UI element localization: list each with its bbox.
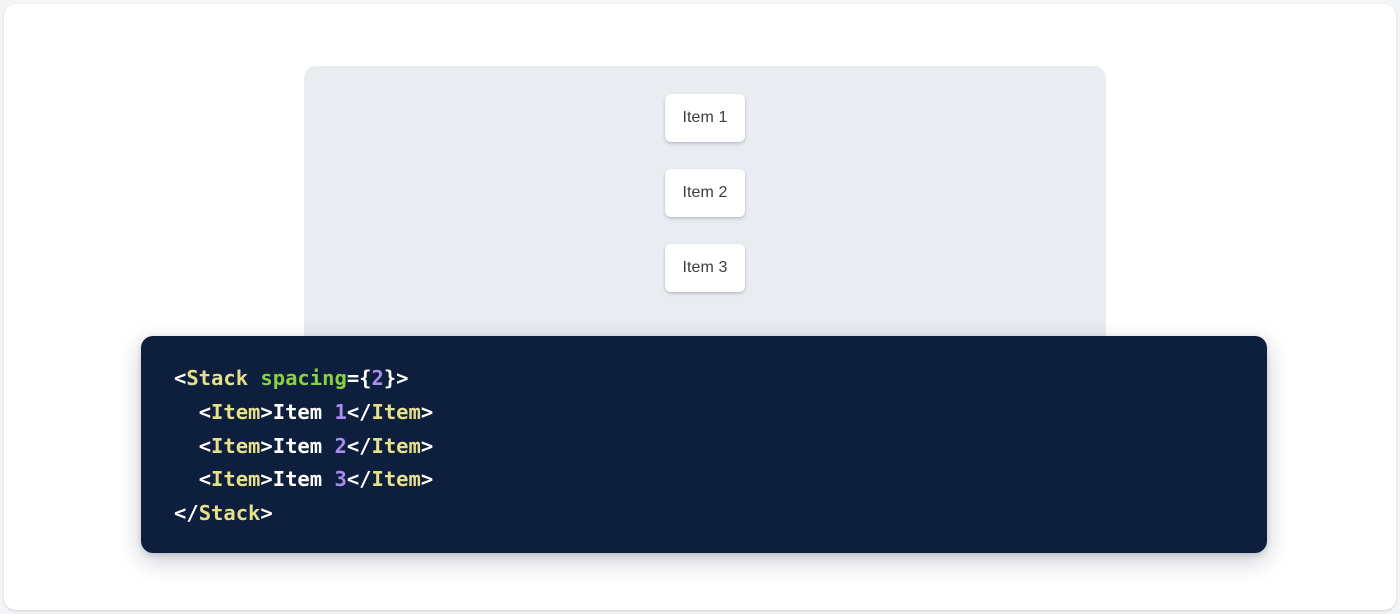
code-token-tag: Item bbox=[211, 433, 261, 458]
code-token-punct: < bbox=[198, 433, 212, 458]
code-token-text: Item bbox=[272, 433, 335, 458]
code-token-tag: Item bbox=[371, 433, 421, 458]
stack-item[interactable]: Item 3 bbox=[665, 244, 745, 292]
code-token-punct: > bbox=[420, 399, 434, 424]
code-token-num: 2 bbox=[334, 433, 347, 458]
code-token-punct: </ bbox=[174, 501, 199, 526]
code-token-tag: Stack bbox=[198, 501, 261, 526]
code-line: </Stack> bbox=[174, 497, 1267, 531]
code-token-num: 1 bbox=[334, 399, 347, 424]
code-token-punct: > bbox=[420, 467, 434, 492]
stack-item[interactable]: Item 2 bbox=[665, 169, 745, 217]
code-token-tag: Item bbox=[211, 399, 261, 424]
code-token-punct: </ bbox=[346, 467, 372, 492]
stack-item[interactable]: Item 1 bbox=[665, 94, 745, 142]
code-token-attr: spacing bbox=[260, 366, 347, 390]
code-indent bbox=[174, 400, 199, 424]
code-token-punct: ={ bbox=[346, 366, 372, 390]
code-token-punct: < bbox=[198, 399, 212, 424]
code-line: <Item>Item 2</Item> bbox=[174, 430, 1267, 464]
code-line: <Stack spacing={2}> bbox=[174, 362, 1267, 396]
code-token-tag: Stack bbox=[186, 366, 249, 390]
code-indent bbox=[174, 434, 199, 458]
code-token-punct: > bbox=[420, 433, 434, 458]
code-token-tag: Item bbox=[371, 399, 421, 424]
code-token-punct: < bbox=[174, 366, 187, 390]
code-snippet-text: <Stack spacing={2}> <Item>Item 1</Item> … bbox=[174, 362, 1267, 531]
code-line: <Item>Item 3</Item> bbox=[174, 463, 1267, 497]
code-token-punct bbox=[248, 366, 260, 390]
code-indent bbox=[174, 467, 199, 491]
component-preview-panel: Item 1 Item 2 Item 3 bbox=[304, 66, 1106, 356]
code-token-num: 3 bbox=[334, 467, 347, 492]
code-token-tag: Item bbox=[211, 467, 261, 492]
stack-container: Item 1 Item 2 Item 3 bbox=[665, 94, 745, 292]
code-token-tag: Item bbox=[371, 467, 421, 492]
code-token-punct: > bbox=[260, 433, 273, 458]
code-token-punct: </ bbox=[346, 433, 372, 458]
code-token-punct: }> bbox=[383, 366, 409, 390]
code-token-punct: > bbox=[260, 399, 273, 424]
code-token-num: 2 bbox=[371, 366, 384, 390]
code-line: <Item>Item 1</Item> bbox=[174, 396, 1267, 430]
code-token-punct: </ bbox=[346, 399, 372, 424]
code-token-text: Item bbox=[272, 467, 335, 492]
code-snippet-block: <Stack spacing={2}> <Item>Item 1</Item> … bbox=[141, 336, 1267, 553]
code-token-punct: < bbox=[198, 467, 212, 492]
code-token-punct: > bbox=[260, 501, 273, 526]
code-token-punct: > bbox=[260, 467, 273, 492]
code-token-text: Item bbox=[272, 399, 335, 424]
